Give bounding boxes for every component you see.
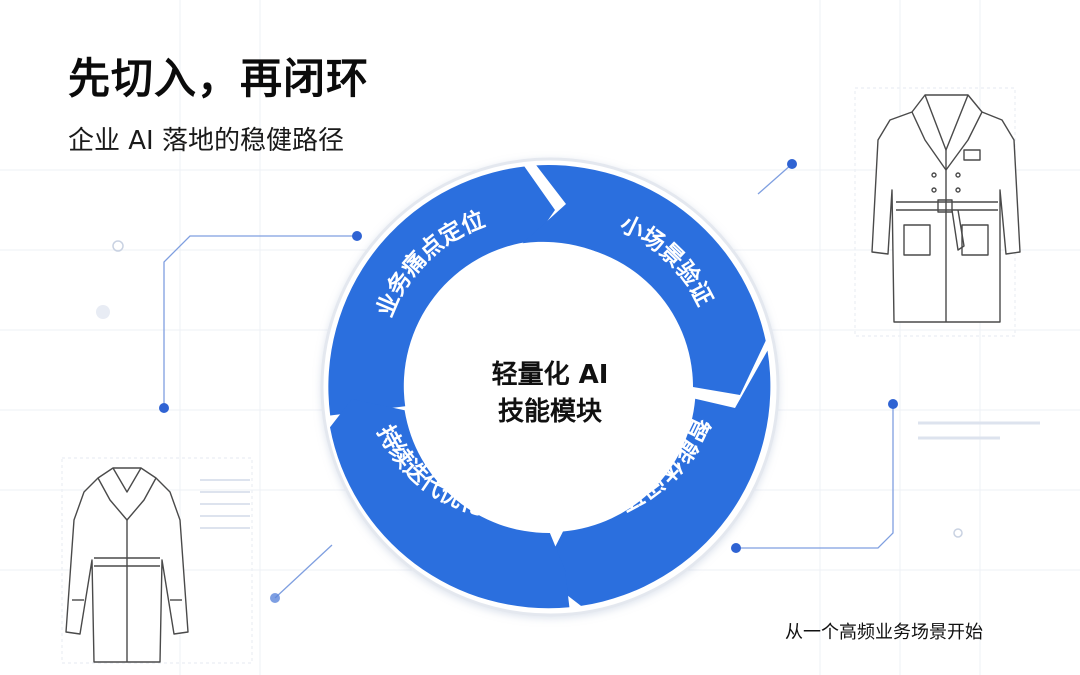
segment-agent-loop (541, 350, 771, 606)
connector-lines (163, 163, 894, 599)
connector-dot (96, 305, 110, 319)
connector-dot (159, 403, 169, 413)
jacket-sketch-icon (61, 457, 253, 664)
segment-business-pain-point (328, 166, 555, 416)
footnote-text: 从一个高频业务场景开始 (785, 622, 983, 643)
background-table-left (200, 479, 250, 529)
center-label-line-2: 技能模块 (498, 396, 602, 427)
page-title: 先切入，再闭环 (68, 54, 370, 103)
page-subtitle: 企业 AI 落地的稳健路径 (68, 126, 344, 156)
connector-dot (888, 399, 898, 409)
connector-dot (787, 159, 797, 169)
connector-dots (96, 159, 963, 603)
center-disk (407, 244, 693, 530)
connector-dot (270, 593, 280, 603)
coat-sketch-icon (854, 87, 1021, 337)
connector-dot (112, 240, 124, 252)
background-table-right (918, 421, 1040, 440)
connector-dot (953, 528, 963, 538)
segment-continuous-iteration (330, 399, 570, 609)
connector-dot (731, 543, 741, 553)
center-label-line-1: 轻量化 AI (492, 360, 609, 390)
connector-dot (352, 231, 362, 241)
